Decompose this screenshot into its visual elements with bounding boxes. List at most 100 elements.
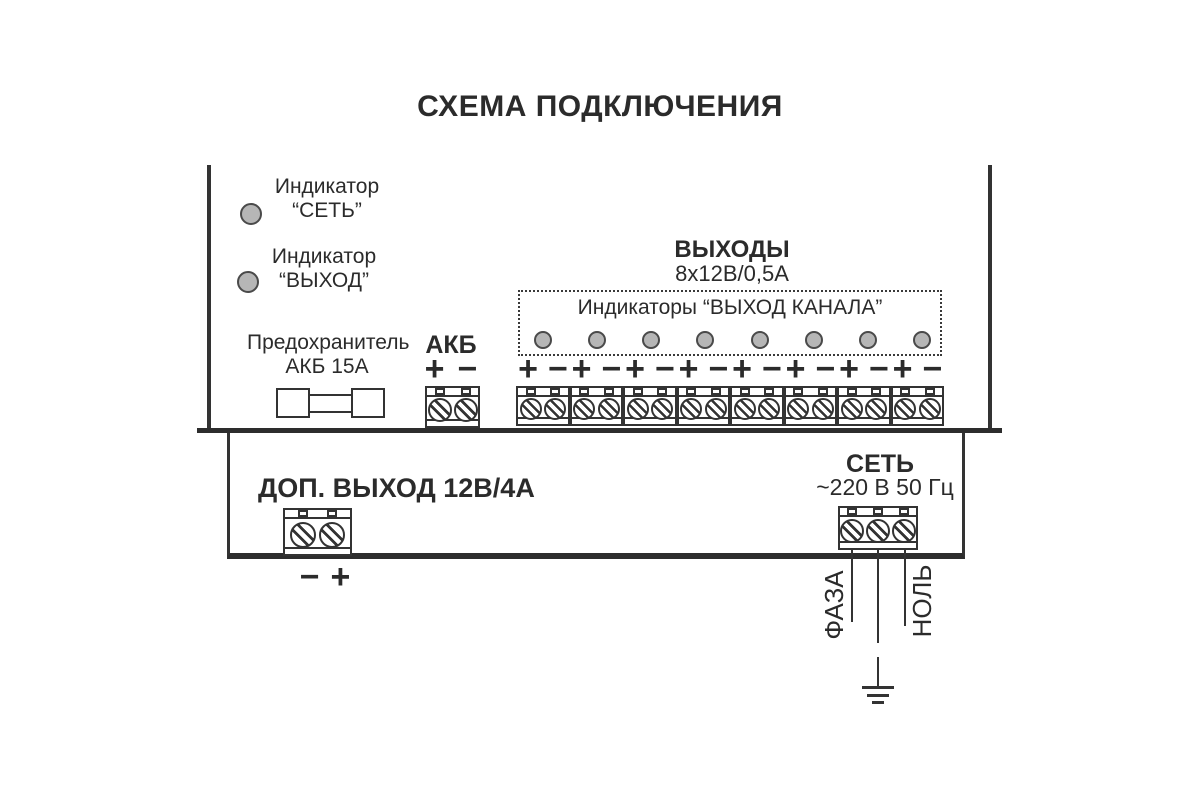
output-terminal-block bbox=[676, 386, 730, 426]
terminal-tab bbox=[764, 388, 774, 395]
neutral-label: НОЛЬ bbox=[907, 564, 937, 638]
channel-plus: + bbox=[732, 350, 752, 388]
top-panel-left-border bbox=[207, 165, 211, 428]
ground-icon-bar3 bbox=[872, 701, 884, 704]
mains-indicator-line1: Индикатор bbox=[274, 175, 380, 198]
top-panel-bottom-edge bbox=[197, 428, 1002, 433]
mains-rating: ~220 В 50 Гц bbox=[816, 474, 954, 500]
screw-icon bbox=[573, 398, 595, 420]
channel-plus: + bbox=[785, 350, 806, 388]
channel-minus: − bbox=[922, 350, 943, 388]
terminal-block-lip bbox=[678, 417, 728, 419]
fuse-icon-body bbox=[305, 394, 356, 413]
terminal-tab bbox=[327, 510, 337, 517]
fuse-label: Предохранитель АКБ 15А bbox=[247, 331, 410, 379]
channel-plus: + bbox=[571, 350, 592, 388]
mains-indicator-line2: “СЕТЬ” bbox=[292, 199, 362, 222]
terminal-tab bbox=[686, 388, 696, 395]
screw-icon bbox=[519, 398, 542, 420]
channel-plus: + bbox=[518, 350, 538, 388]
channel-led-icon bbox=[696, 331, 715, 349]
terminal-block-divider bbox=[285, 517, 350, 519]
terminal-tab bbox=[579, 388, 589, 395]
battery-polarity: + − bbox=[411, 352, 491, 386]
channel-polarity: +− bbox=[891, 352, 945, 386]
page-title: СХЕМА ПОДКЛЮЧЕНИЯ bbox=[417, 90, 783, 123]
screw-icon bbox=[866, 519, 890, 543]
terminal-block-lip bbox=[732, 417, 782, 419]
screw-icon bbox=[811, 398, 834, 420]
channel-polarity: +− bbox=[570, 352, 624, 386]
terminal-tab bbox=[298, 510, 308, 517]
terminal-tab bbox=[873, 508, 883, 515]
channel-polarity: +− bbox=[730, 352, 784, 386]
terminal-block-divider bbox=[785, 395, 835, 397]
screw-icon bbox=[894, 398, 916, 420]
ground-wire-upper bbox=[877, 548, 879, 643]
terminal-tab bbox=[871, 388, 881, 395]
terminal-tab bbox=[710, 388, 721, 395]
terminal-tab bbox=[924, 388, 935, 395]
terminal-block-lip bbox=[427, 419, 478, 421]
terminal-tab bbox=[899, 508, 909, 515]
output-terminal-block bbox=[730, 386, 784, 426]
output-terminal-block bbox=[837, 386, 891, 426]
terminal-tab bbox=[739, 388, 750, 395]
channel-polarity: +− bbox=[516, 352, 570, 386]
mains-led-icon bbox=[240, 203, 262, 225]
screw-icon bbox=[626, 398, 649, 420]
terminal-block-divider bbox=[892, 395, 942, 397]
output-terminal-block bbox=[890, 386, 944, 426]
screw-icon bbox=[651, 398, 673, 420]
channel-minus: − bbox=[655, 350, 675, 388]
channel-minus: − bbox=[601, 350, 622, 388]
terminal-tab bbox=[847, 508, 857, 515]
screw-icon bbox=[427, 398, 452, 422]
terminal-block-lip bbox=[839, 417, 889, 419]
channel-minus: − bbox=[762, 350, 782, 388]
channel-minus: − bbox=[815, 350, 836, 388]
top-panel-right-border bbox=[988, 165, 992, 428]
channel-polarity: +− bbox=[784, 352, 838, 386]
screw-icon bbox=[290, 522, 316, 548]
screw-icon bbox=[892, 519, 916, 543]
channel-indicators-box: Индикаторы “ВЫХОД КАНАЛА” bbox=[518, 290, 942, 356]
terminal-tab bbox=[603, 388, 614, 395]
mains-terminal-block bbox=[838, 506, 918, 550]
aux-output-polarity: − + bbox=[285, 560, 365, 594]
screw-icon bbox=[840, 519, 864, 543]
screw-icon bbox=[758, 398, 780, 420]
mains-label: СЕТЬ bbox=[846, 450, 914, 478]
output-terminal-block bbox=[623, 386, 677, 426]
fuse-icon-cap-right bbox=[351, 388, 385, 418]
terminal-block-lip bbox=[625, 417, 675, 419]
terminal-block-divider bbox=[625, 395, 675, 397]
channel-polarity: +− bbox=[623, 352, 677, 386]
channel-minus: − bbox=[548, 350, 568, 388]
screw-icon bbox=[704, 398, 727, 420]
ground-wire-lower bbox=[877, 657, 879, 688]
fuse-label-line1: Предохранитель bbox=[247, 331, 410, 354]
channel-led-icon bbox=[859, 331, 878, 349]
fuse-icon-cap-left bbox=[276, 388, 310, 418]
terminal-tab bbox=[657, 388, 667, 395]
screw-icon bbox=[319, 522, 345, 548]
terminal-tab bbox=[460, 388, 471, 395]
fuse-label-line2: АКБ 15А bbox=[285, 355, 369, 378]
terminal-block-lip bbox=[785, 417, 835, 419]
screw-icon bbox=[597, 398, 620, 420]
screw-icon bbox=[680, 398, 702, 420]
terminal-tab bbox=[550, 388, 560, 395]
terminal-block-divider bbox=[678, 395, 728, 397]
channel-led-icon bbox=[533, 331, 552, 349]
screw-icon bbox=[733, 398, 756, 420]
battery-label: АКБ bbox=[425, 331, 477, 359]
channel-plus: + bbox=[839, 350, 859, 388]
screw-icon bbox=[544, 398, 566, 420]
outputs-subtitle: 8x12В/0,5А bbox=[675, 261, 789, 286]
channel-minus: − bbox=[869, 350, 889, 388]
terminal-block-lip bbox=[518, 417, 568, 419]
screw-icon bbox=[865, 398, 887, 420]
terminal-tab bbox=[817, 388, 828, 395]
screw-icon bbox=[840, 398, 863, 420]
